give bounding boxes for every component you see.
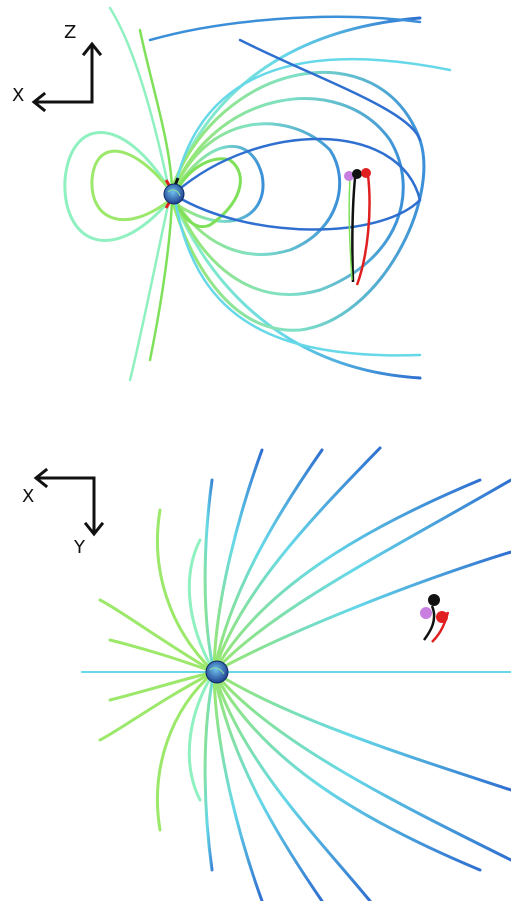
marker-violet xyxy=(420,607,432,619)
spacecraft-markers xyxy=(420,594,448,623)
marker-red xyxy=(361,168,371,178)
planet xyxy=(163,183,185,205)
field-line xyxy=(172,122,342,256)
field-line xyxy=(212,448,324,674)
field-line xyxy=(238,38,422,142)
field-line xyxy=(98,598,216,674)
field-line xyxy=(156,670,216,832)
marker-black xyxy=(428,594,440,606)
x-axis-label: X xyxy=(12,85,24,106)
field-line xyxy=(108,638,216,674)
axis-triad xyxy=(31,41,103,113)
field-line xyxy=(172,145,265,223)
field-line xyxy=(212,670,511,792)
xy-field-lines-plot: X Y xyxy=(22,446,511,901)
field-line xyxy=(148,15,422,42)
field-line xyxy=(212,448,264,674)
spacecraft-trajectories xyxy=(348,174,371,286)
trajectory-black xyxy=(422,605,436,641)
xz-field-view: Z X xyxy=(0,0,511,400)
field-line xyxy=(212,446,382,674)
field-line xyxy=(212,670,372,901)
field-line xyxy=(156,508,216,674)
field-line xyxy=(148,198,174,362)
planet xyxy=(205,660,229,684)
field-line xyxy=(170,16,422,192)
field-line xyxy=(187,670,216,802)
field-line xyxy=(173,57,452,190)
field-line xyxy=(128,203,170,382)
field-line xyxy=(212,670,482,872)
trajectory-black xyxy=(351,177,357,283)
field-line xyxy=(172,97,405,296)
field-line xyxy=(170,194,422,380)
field-line xyxy=(90,149,172,222)
field-line xyxy=(212,670,511,862)
field-lines xyxy=(63,6,452,382)
spacecraft-markers xyxy=(344,168,371,181)
field-line xyxy=(170,70,426,332)
trajectory-green xyxy=(348,177,353,281)
field-line xyxy=(108,6,170,187)
field-line xyxy=(212,550,511,674)
field-line xyxy=(174,137,422,202)
field-lines xyxy=(81,446,511,901)
field-line xyxy=(203,670,216,872)
axis-triad xyxy=(33,467,105,537)
marker-violet xyxy=(344,171,354,181)
field-line xyxy=(63,131,172,242)
field-line xyxy=(212,670,324,901)
field-line xyxy=(203,478,216,674)
marker-red xyxy=(436,611,448,623)
field-line xyxy=(138,28,174,190)
xz-field-lines-plot: Z X xyxy=(12,6,452,382)
field-line xyxy=(212,670,264,901)
field-line xyxy=(98,670,216,742)
trajectory-red xyxy=(355,174,371,286)
field-line xyxy=(108,670,216,702)
field-line xyxy=(187,538,216,674)
z-axis-label: Z xyxy=(64,22,76,43)
field-line xyxy=(174,194,422,231)
field-line xyxy=(212,478,511,674)
marker-black xyxy=(352,169,362,179)
y-axis-label: Y xyxy=(73,537,86,558)
field-line xyxy=(212,478,482,674)
x-axis-label: X xyxy=(22,486,34,507)
field-line xyxy=(173,198,422,357)
xy-field-view: X Y xyxy=(0,440,511,901)
field-line xyxy=(174,157,242,229)
